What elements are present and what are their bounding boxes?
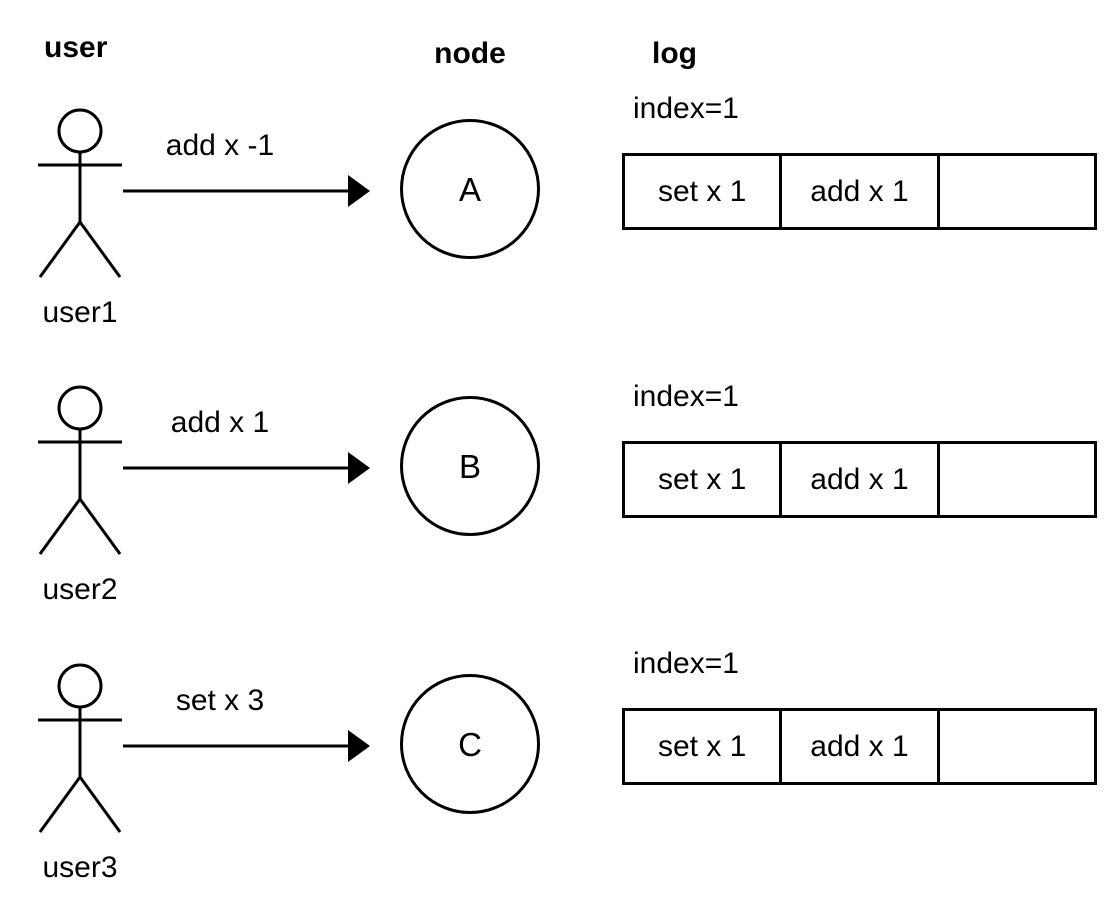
log-table: set x 1 add x 1: [622, 708, 1097, 785]
arrow-right-icon: [123, 730, 370, 762]
user-label: user1: [42, 296, 118, 329]
column-header-log: log: [652, 37, 697, 70]
diagram-row: user2 add x 1 B index=1 set x 1 add x 1: [0, 277, 1118, 617]
log-index-label: index=1: [633, 380, 739, 413]
arrow-right-icon: [123, 452, 370, 484]
log-cell: set x 1: [657, 174, 747, 208]
node-label: A: [458, 170, 481, 208]
user-label: user2: [42, 573, 118, 606]
column-header-user: user: [44, 31, 108, 64]
node-circle: A: [400, 119, 540, 259]
log-index-label: index=1: [633, 92, 739, 125]
log-table: set x 1 add x 1: [622, 441, 1097, 518]
log-cell: add x 1: [779, 156, 936, 227]
node-label: B: [458, 447, 481, 485]
column-header-node: node: [434, 37, 506, 70]
message-label: add x 1: [170, 406, 270, 439]
message-label: set x 3: [175, 684, 265, 717]
log-cell: add x 1: [779, 711, 936, 782]
user-label: user3: [42, 851, 118, 884]
node-label: C: [458, 725, 482, 763]
diagram-row: user3 set x 3 C index=1 set x 1 add x 1: [0, 555, 1118, 895]
diagram-row: user1 add x -1 A index=1 set x 1 add x 1: [0, 0, 1118, 340]
log-table: set x 1 add x 1: [622, 153, 1097, 230]
log-cell-empty: [936, 156, 1094, 227]
arrow-right-icon: [123, 175, 370, 207]
log-cell: set x 1: [657, 729, 747, 763]
stick-figure-icon: [38, 663, 122, 833]
log-cell-empty: [936, 444, 1094, 515]
log-cell: set x 1: [657, 462, 747, 496]
message-label: add x -1: [165, 129, 275, 162]
stick-figure-icon: [38, 385, 122, 555]
node-circle: B: [400, 396, 540, 536]
log-index-label: index=1: [633, 647, 739, 680]
log-cell: add x 1: [779, 444, 936, 515]
log-cell-empty: [936, 711, 1094, 782]
node-circle: C: [400, 674, 540, 814]
stick-figure-icon: [38, 108, 122, 278]
